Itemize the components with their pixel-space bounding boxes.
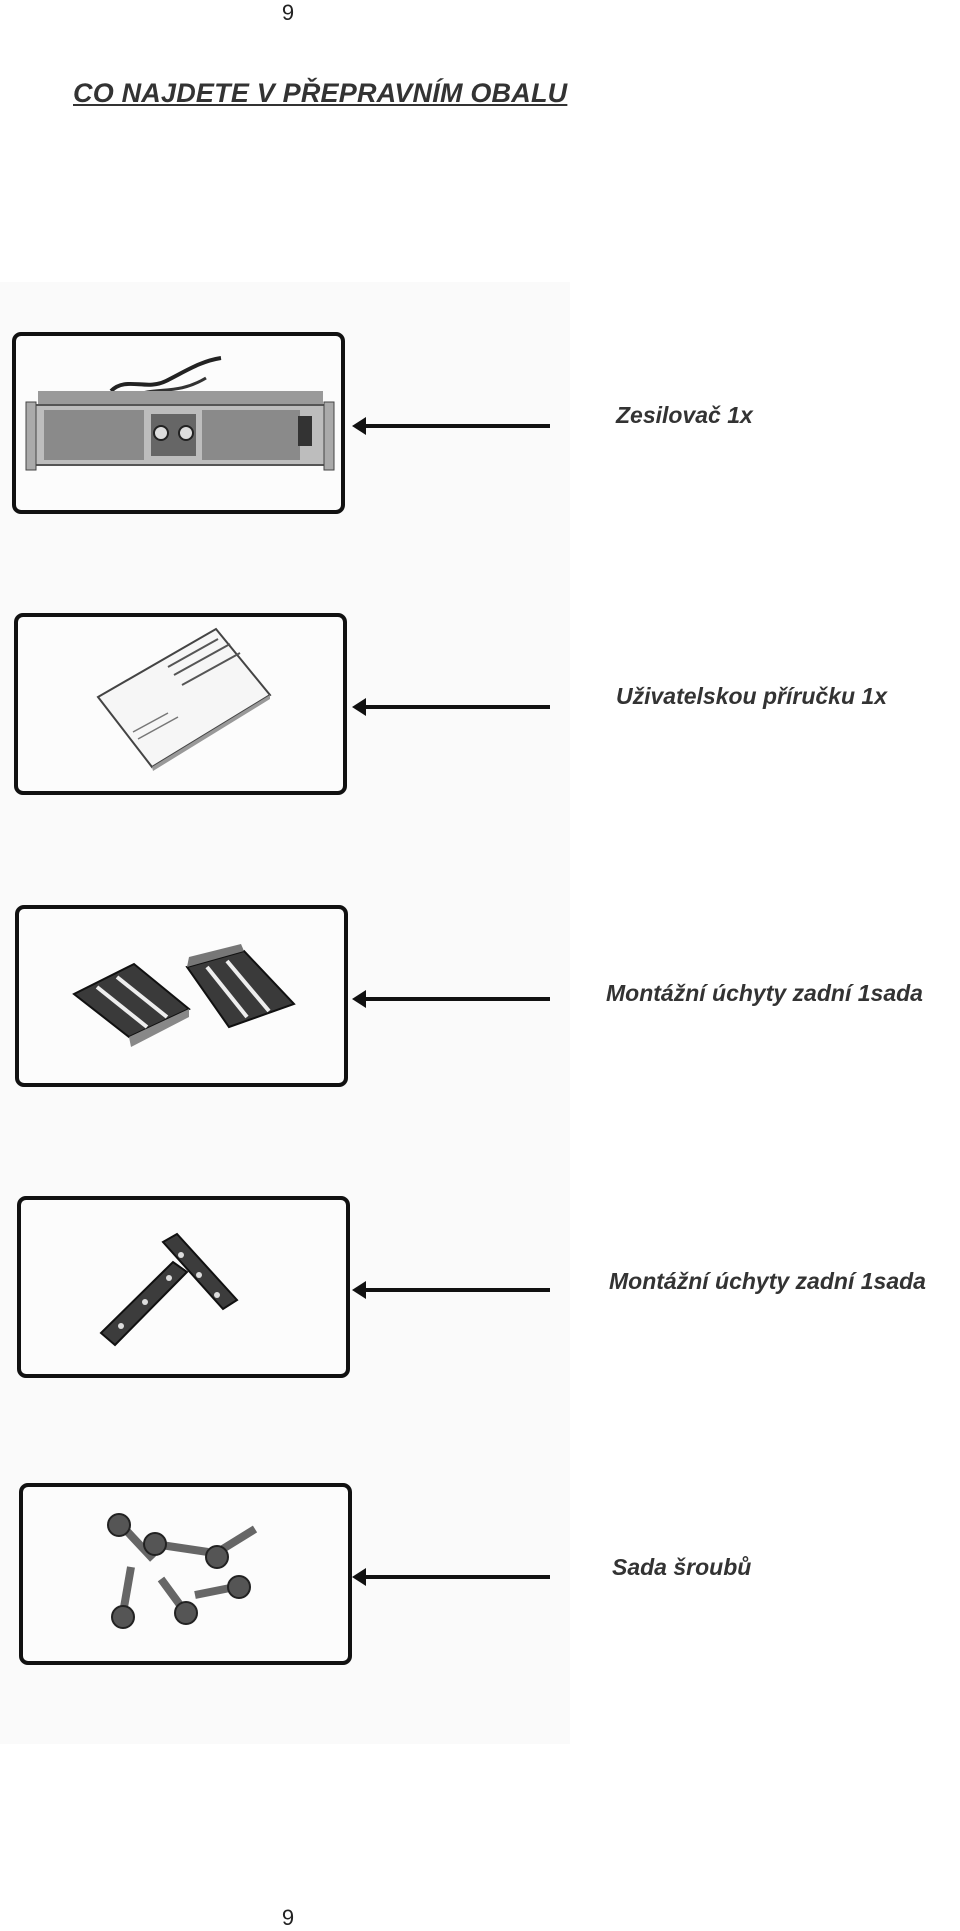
package-item-manual: Uživatelskou příručku 1x: [0, 613, 960, 803]
amplifier-illustration: [25, 356, 335, 471]
item-label-amplifier: Zesilovač 1x: [616, 402, 753, 428]
package-item-flat-brackets: Montážní úchyty zadní 1sada: [0, 1196, 960, 1386]
item-label-screws: Sada šroubů: [612, 1554, 752, 1580]
page-number-bottom: 9: [281, 1905, 295, 1930]
page-title: CO NAJDETE V PŘEPRAVNÍM OBALU: [73, 78, 568, 108]
manual-illustration: [96, 627, 272, 771]
item-label-manual: Uživatelskou příručku 1x: [616, 683, 887, 709]
rear-brackets-illustration: [72, 944, 296, 1047]
arrow-flat-brackets: [352, 1281, 550, 1299]
arrow-manual: [352, 698, 550, 716]
rear-brackets-image-frame: [15, 905, 348, 1087]
page-number-top: 9: [281, 0, 295, 25]
item-label-rear-brackets: Montážní úchyty zadní 1sada: [606, 980, 923, 1006]
arrow-amplifier: [352, 417, 550, 435]
package-item-amplifier: Zesilovač 1x: [0, 332, 960, 522]
item-label-flat-brackets: Montážní úchyty zadní 1sada: [609, 1268, 926, 1294]
arrow-rear-brackets: [352, 990, 550, 1008]
screws-illustration: [107, 1513, 258, 1629]
package-item-rear-brackets: Montážní úchyty zadní 1sada: [0, 905, 960, 1095]
amplifier-image-frame: [12, 332, 345, 514]
arrow-screws: [352, 1568, 550, 1586]
flat-brackets-illustration: [99, 1232, 239, 1347]
manual-image-frame: [14, 613, 347, 795]
package-item-screws: Sada šroubů: [0, 1483, 960, 1673]
screws-image-frame: [19, 1483, 352, 1665]
flat-brackets-image-frame: [17, 1196, 350, 1378]
